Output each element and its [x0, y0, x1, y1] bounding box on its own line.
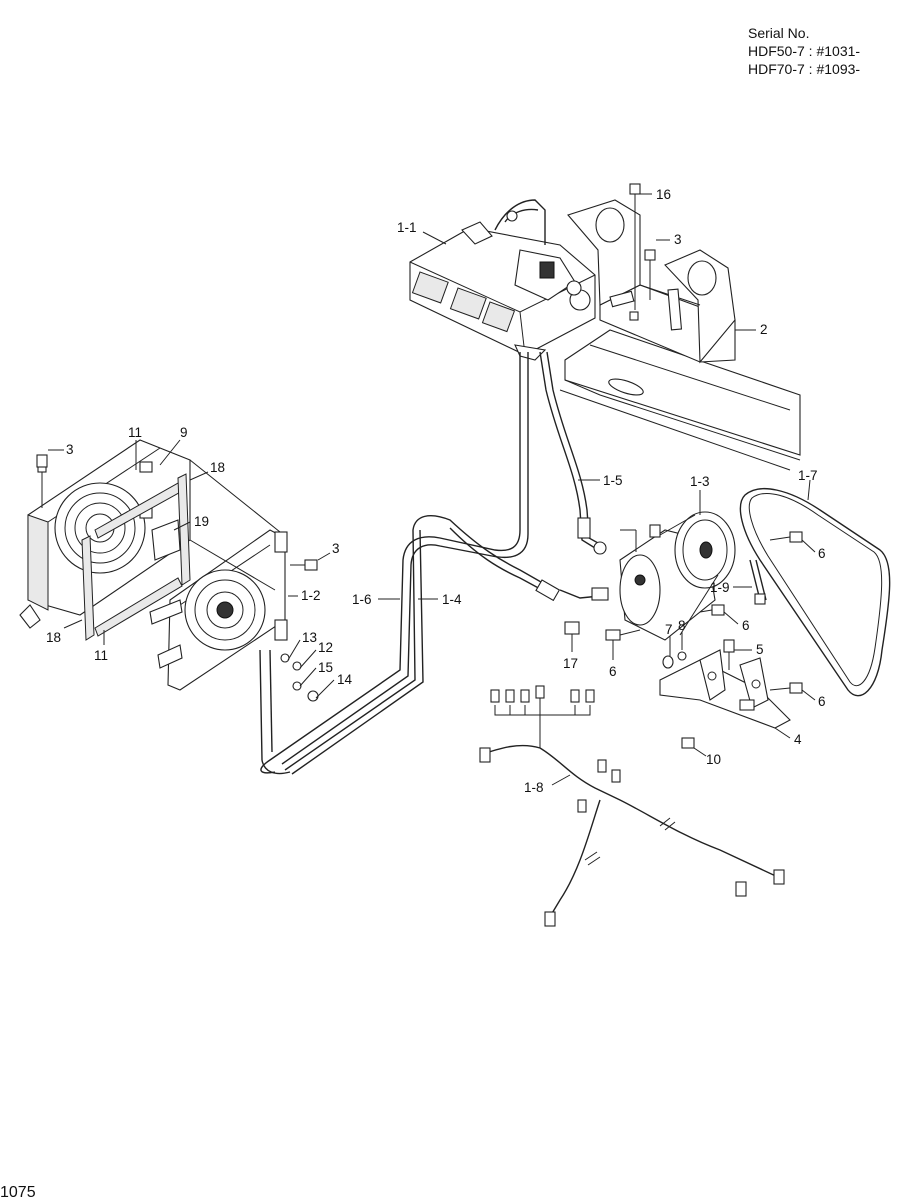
hvac-unit-part-1-1	[409, 199, 596, 361]
callout-labels: 1-1 16 3 2 3 11 9 18 19 18 11 3 1-2 1-6 …	[46, 187, 826, 795]
condenser-part-1-2	[149, 459, 288, 691]
callout-1-4: 1-4	[442, 592, 462, 607]
serial-line-hdf50: HDF50-7 : #1031-	[748, 43, 861, 59]
callout-1-7: 1-7	[798, 468, 818, 483]
callout-11-bottom: 11	[94, 648, 108, 663]
hose-part-1-4	[259, 514, 561, 775]
wire-harness-part-1-8	[479, 685, 785, 927]
serial-title: Serial No.	[748, 25, 810, 41]
bolt-part-3-left	[36, 454, 48, 468]
rod-part-1-9	[749, 559, 767, 605]
bolt-part-5	[723, 639, 735, 670]
belt-part-1-7	[739, 488, 891, 697]
bracket-part-2	[567, 199, 736, 364]
callout-18-bottom: 18	[46, 630, 61, 645]
callout-18-top: 18	[210, 460, 225, 475]
hose-part-1-5	[539, 351, 607, 555]
callout-7: 7	[665, 622, 673, 637]
serial-line-hdf70: HDF70-7 : #1093-	[748, 61, 861, 77]
strip-part-18	[81, 473, 191, 641]
frame-plate	[559, 329, 801, 471]
callout-2: 2	[760, 322, 768, 337]
callout-6-d: 6	[818, 694, 826, 709]
callout-5: 5	[756, 642, 764, 657]
bolt-part-10	[681, 737, 695, 749]
callout-8: 8	[678, 618, 686, 633]
callout-13: 13	[302, 630, 317, 645]
hose-part-1-6	[260, 352, 529, 774]
callout-3-top: 3	[674, 232, 682, 247]
bracket-part-4	[659, 649, 791, 729]
serial-number-block: Serial No. HDF50-7 : #1031- HDF70-7 : #1…	[748, 24, 860, 78]
nut-part-7	[662, 655, 674, 669]
bolt-part-6-b	[699, 604, 725, 616]
callout-12: 12	[318, 640, 333, 655]
callout-3-mid: 3	[332, 541, 340, 556]
callout-4: 4	[794, 732, 802, 747]
nut-part-15	[292, 681, 302, 691]
callout-1-1: 1-1	[397, 220, 417, 235]
pipe-to-compressor	[559, 587, 609, 601]
callout-1-6: 1-6	[352, 592, 372, 607]
callout-19: 19	[194, 514, 209, 529]
callout-6-a: 6	[818, 546, 826, 561]
callout-6-b: 6	[742, 618, 750, 633]
callout-15: 15	[318, 660, 333, 675]
nut-part-13	[280, 653, 290, 663]
compressor-part-1-3	[619, 511, 736, 641]
callout-11-top: 11	[128, 425, 142, 440]
callout-10: 10	[706, 752, 721, 767]
bolt-part-3-mid	[290, 559, 318, 571]
callout-3-left: 3	[66, 442, 74, 457]
fitting-part-17	[564, 621, 580, 635]
bolt-part-16	[629, 183, 641, 310]
callout-17: 17	[563, 656, 578, 671]
callout-9: 9	[180, 425, 188, 440]
bolt-part-3-top	[644, 249, 656, 300]
callout-1-2: 1-2	[301, 588, 321, 603]
nut-part-12	[292, 661, 302, 671]
bolt-part-6-d	[769, 682, 803, 694]
callout-14: 14	[337, 672, 353, 687]
bolt-part-6-a	[769, 531, 803, 543]
callout-1-3: 1-3	[690, 474, 710, 489]
callout-1-8: 1-8	[524, 780, 544, 795]
nut-part-14	[307, 690, 319, 702]
callout-16: 16	[656, 187, 671, 202]
strip-part-11-bottom	[94, 577, 183, 637]
callout-1-9: 1-9	[710, 580, 730, 595]
page-number: 1075	[0, 1184, 36, 1201]
washer-part-8	[677, 651, 687, 661]
callout-6-c: 6	[609, 664, 617, 679]
bolt-part-6-c	[605, 629, 641, 641]
callout-1-5: 1-5	[603, 473, 623, 488]
leader-lines	[48, 193, 816, 786]
